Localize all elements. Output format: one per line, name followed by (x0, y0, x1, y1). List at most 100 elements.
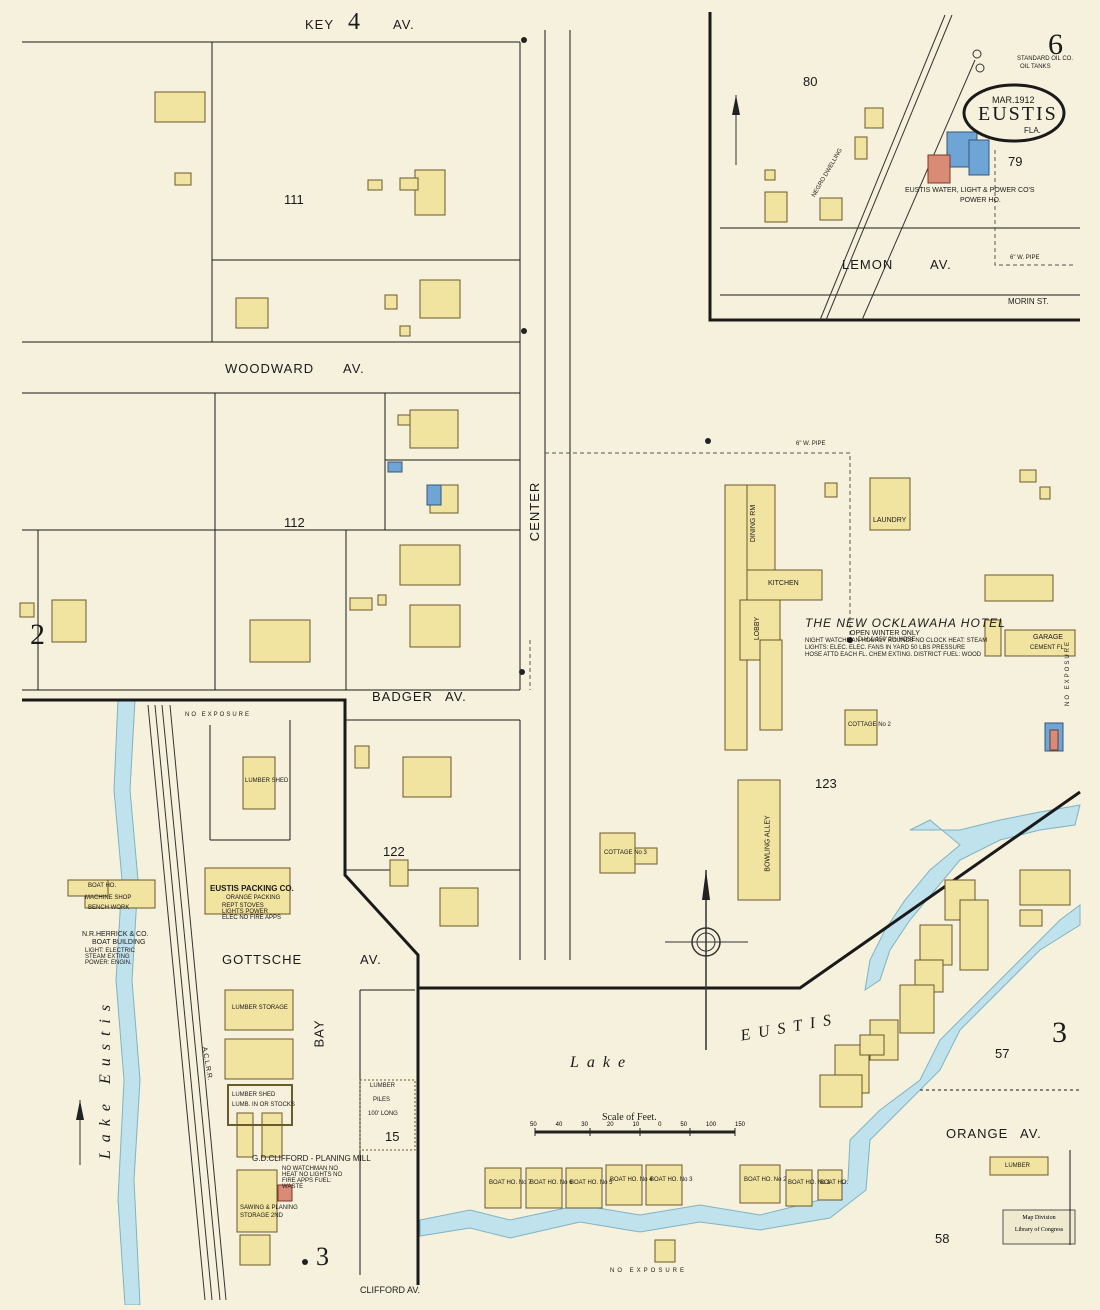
boathouse-5: BOAT HO. No 5 (570, 1180, 613, 1186)
adjacent-sheet-2: 2 (30, 618, 45, 651)
scale-tick: 20 (606, 1122, 614, 1128)
adjacent-sheet-3-east: 3 (1052, 1016, 1067, 1049)
lumber-piles-yard (359, 1079, 416, 1151)
lumber-shed-label: LUMBER SHED (245, 778, 289, 784)
boathouse-4: BOAT HO. No 4 (610, 1177, 653, 1183)
north-arrow-w (76, 1100, 84, 1165)
hotel-note-watchman: NIGHT WATCHMAN HOURLY ROUNDS NO CLOCK HE… (805, 638, 988, 644)
street-bay: BAY (311, 1019, 327, 1048)
hotel-laundry: LAUNDRY (873, 517, 907, 524)
library-stamp: Map Division Library of Congress (1005, 1215, 1073, 1233)
sawing-storage: STORAGE 2ND (240, 1213, 283, 1219)
pipe-label-hotel: 6" W. PIPE (796, 441, 826, 447)
street-lemon: LEMON (842, 257, 894, 272)
lumber-piles-3: 100' LONG (368, 1111, 398, 1117)
stamp-box (1002, 1209, 1076, 1245)
street-morin: MORIN ST. (1008, 297, 1049, 306)
scale-tick: 10 (632, 1122, 640, 1128)
no-exposure-west: NO EXPOSURE (185, 712, 252, 718)
boiler-room-brick (277, 1184, 293, 1202)
water-pipes (529, 150, 1075, 690)
hotel-note-open: OPEN WINTER ONLY (850, 630, 920, 637)
lake-west-label: Lake Eustis (97, 996, 115, 1160)
street-key-av: KEY (305, 17, 335, 32)
state-name: FLA. (1024, 126, 1041, 135)
boathouse-7: BOAT HO. No 7 (489, 1180, 532, 1186)
lake-west-area (0, 700, 156, 1305)
hotel-bowling: BOWLING ALLEY (764, 815, 772, 872)
stone-well-house (426, 484, 442, 506)
pipe-label-lemon: 6" W. PIPE (1010, 255, 1040, 261)
hotel-hydrant-hose: D.H.& 150' 2½ HOSE (858, 637, 916, 643)
boathouse-3: BOAT HO. No 3 (650, 1177, 693, 1183)
block-112: 112 (284, 515, 305, 530)
block-80: 80 (803, 74, 818, 89)
sheet-number: 6 (1048, 28, 1063, 61)
scale-tick: 40 (555, 1122, 563, 1128)
herrick-note: LIGHT: ELECTRIC STEAM EXTING POWER: ENGI… (85, 948, 136, 966)
boathouse-1: BOAT HO. No 1 (788, 1180, 831, 1186)
street-lines (22, 30, 1080, 1275)
hotel-garage: GARAGE (1033, 634, 1063, 641)
herrick-boat-ho: BOAT HO. (88, 883, 117, 889)
lumber-shed-open (227, 1084, 293, 1126)
no-exposure-east: NO EXPOSURE (1065, 639, 1072, 707)
buildings (19, 91, 1076, 1266)
adjacent-sheet-4: 4 (348, 9, 360, 35)
street-clifford: CLIFFORD AV. (360, 1285, 421, 1295)
scale-title: Scale of Feet. (602, 1112, 657, 1123)
lumber-shed2-sub: LUMB. IN OR STOCKS (232, 1102, 295, 1108)
hotel-kitchen: KITCHEN (768, 580, 799, 587)
scale-tick: 50 (680, 1122, 688, 1128)
packing-co: EUSTIS PACKING CO. (210, 884, 294, 893)
packing-sub: ORANGE PACKING (226, 895, 281, 901)
power-house-label: POWER HO. (960, 197, 1001, 204)
lumber-shed2-label: LUMBER SHED (232, 1092, 276, 1098)
railroad-tracks (147, 14, 976, 1301)
lumber-piles-1: LUMBER (370, 1083, 396, 1089)
brick-tank (1049, 729, 1059, 751)
lumber-lower-right: LUMBER (1005, 1163, 1031, 1169)
herrick-machine: MACHINE SHOP (85, 895, 132, 901)
no-exposure-south: NO EXPOSURE (610, 1268, 688, 1274)
lumber-storage-label: LUMBER STORAGE (232, 1005, 288, 1011)
street-orange-av: AV. (1020, 1126, 1042, 1141)
herrick-sub: BOAT BUILDING (92, 939, 146, 946)
compass-rose (665, 870, 748, 1050)
adjacent-sheet-3-south: 3 (316, 1242, 329, 1271)
power-house-annex (968, 139, 990, 176)
block-58: 58 (935, 1231, 950, 1246)
city-name: EUSTIS (978, 103, 1058, 125)
block-111: 111 (284, 192, 304, 207)
clifford-mill: G.D.CLIFFORD - PLANING MILL (252, 1154, 371, 1163)
stamp-line-2: Library of Congress (1014, 1227, 1064, 1233)
title-oval (962, 83, 1066, 143)
street-gottsche-av: AV. (360, 952, 382, 967)
street-gottsche: GOTTSCHE (222, 952, 303, 967)
stone-shed (387, 461, 403, 473)
street-center: CENTER (527, 481, 543, 542)
boathouse-unnumbered: BOAT HO. (820, 1180, 849, 1186)
hotel-note-hose: HOSE ATTD EACH FL. CHEM EXTING. DISTRICT… (805, 652, 982, 658)
north-arrow-ne (732, 95, 740, 165)
block-79: 79 (1008, 154, 1023, 169)
hotel-lobby: LOBBY (754, 616, 762, 641)
block-122: 122 (383, 844, 405, 859)
scale-tick: 0 (658, 1122, 662, 1128)
scale-tick: 30 (581, 1122, 588, 1128)
block-123: 123 (815, 776, 837, 791)
hydrants (302, 37, 853, 1265)
standard-oil-tanks: OIL TANKS (1020, 64, 1051, 70)
street-badger: BADGER (372, 689, 433, 704)
oil-tank (972, 49, 982, 59)
sawing-planing: SAWING & PLANING (240, 1205, 298, 1211)
sheet-date: MAR.1912 (992, 95, 1035, 105)
hotel-cottage-3: COTTAGE No 3 (604, 850, 647, 856)
herrick-co: N.R.HERRICK & CO. (82, 931, 149, 938)
boathouse-row (484, 1164, 843, 1209)
hotel-note-lights: LIGHTS: ELEC. ELEC. FANS IN YARD 50 LBS … (805, 645, 966, 651)
boathouse-6: BOAT HO. No 6 (530, 1180, 573, 1186)
herrick-bench: BENCH WORK (88, 905, 130, 911)
